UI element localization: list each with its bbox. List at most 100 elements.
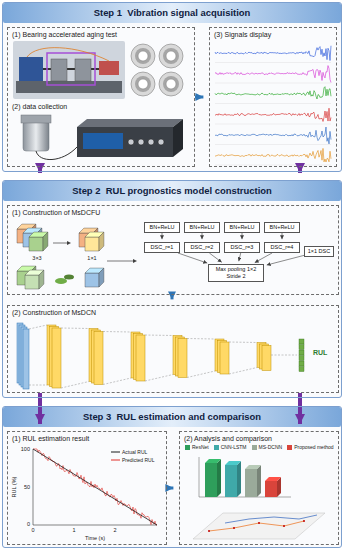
output-label: RUL [313, 349, 327, 357]
vibration-signal [215, 46, 331, 61]
vibration-signal [215, 87, 331, 99]
label-holder: 1 [72, 527, 75, 534]
section-heading: (1) Construction of MsDCFU [12, 208, 100, 217]
text-holder: BN+ReLU [190, 224, 215, 231]
bearing-outer [159, 72, 183, 96]
bearing-balls [135, 48, 151, 64]
flow-arrow [209, 253, 221, 262]
bar-side [237, 461, 241, 497]
vibration-signal [215, 108, 331, 121]
series-marker [303, 520, 305, 522]
dashed-section: (1) RUL estimation result [7, 431, 167, 545]
flow-arrow [242, 233, 243, 239]
input-block [23, 329, 29, 389]
motor [19, 57, 43, 81]
section-heading: (1) Bearing accelerated aging test [12, 30, 117, 39]
output-unit [299, 345, 304, 350]
cube-face [25, 275, 39, 289]
module-label: DSC_r=3 [231, 244, 254, 251]
signal-axis [215, 144, 331, 145]
step-panel: Step 1 Vibration signal acquisition (1) B… [2, 2, 342, 172]
bar-top [245, 465, 261, 469]
rig-photo [13, 41, 125, 99]
arrow-line [53, 243, 68, 244]
text-holder: BN+ReLU [270, 224, 295, 231]
legend-text: Proposed method [294, 444, 333, 450]
feature-block [178, 339, 187, 378]
projection-line [103, 331, 131, 333]
section-heading: (3) Signals display [214, 30, 271, 39]
cube-face [85, 273, 99, 287]
legend-line [111, 452, 120, 453]
arrow-line [107, 261, 134, 262]
bearing-outer [159, 44, 183, 68]
legend-text: Predicted RUL [122, 457, 155, 463]
cube-face [29, 237, 43, 251]
bearing-inner [138, 79, 148, 89]
label-holder: Time (s) [85, 535, 105, 542]
text-holder: Step 2 RUL prognostics model constructio… [3, 181, 341, 201]
series-marker [233, 527, 235, 529]
y-axis [33, 449, 34, 525]
module-label: 1×1 DSC [308, 248, 330, 255]
text-holder: DSC_r=1 [151, 244, 174, 251]
axis-label: 1×1 [87, 255, 96, 262]
flow-arrow [282, 233, 283, 239]
module-box: DSC_r=3 [224, 242, 260, 253]
series-marker [258, 522, 260, 524]
module-box: BN+ReLU [184, 222, 220, 233]
flow-arrow [178, 253, 207, 263]
bearing-inner [138, 51, 148, 61]
module-box: DSC_r=4 [264, 242, 300, 253]
series-marker [283, 525, 285, 527]
step-banner [3, 181, 341, 201]
legend-text: MS-DCNN [259, 444, 283, 450]
axis-label: 2 [113, 527, 116, 534]
output-unit [299, 350, 304, 355]
legend-item: CNN-LSTM [214, 444, 247, 450]
text-holder: (2) data collection [12, 102, 67, 111]
axis-label: RUL (%) [11, 477, 18, 498]
label-holder: 100 [21, 446, 30, 453]
bearing-inner [166, 79, 176, 89]
legend-item: Actual RUL [111, 449, 147, 455]
module-label: BN+ReLU [150, 224, 175, 231]
flow-arrow [167, 487, 173, 490]
projection-line [145, 335, 173, 337]
step-title: Step 1 Vibration signal acquisition [3, 3, 341, 23]
text-holder: (1) RUL estimation result [12, 434, 89, 443]
label-holder: 1×1 [87, 255, 96, 262]
daq-port [138, 139, 144, 145]
bearing-inner [166, 51, 176, 61]
projection-line [229, 368, 257, 375]
vibration-signal [215, 66, 331, 83]
axis-label: Time (s) [85, 535, 105, 542]
rig-base [16, 81, 122, 93]
flow-arrow [195, 96, 203, 99]
label-holder: RUL (%) [11, 477, 18, 498]
module-label: DSC_r=2 [191, 244, 214, 251]
output-unit [299, 339, 304, 344]
daq-port [128, 139, 134, 145]
legend-line-sample [111, 450, 120, 454]
plot-plane [193, 513, 325, 539]
module-box: BN+ReLU [224, 222, 260, 233]
bearing-outer [131, 72, 155, 96]
module-box: BN+ReLU [264, 222, 300, 233]
text-holder: DSC_r=4 [271, 244, 294, 251]
flow-arrow [267, 255, 304, 265]
series-line [225, 515, 317, 523]
dashed-section: (1) Construction of MsDCFU BN+ReLU BN+ReLU… [7, 205, 339, 295]
actual-curve [33, 449, 157, 525]
label-holder: 2 [113, 527, 116, 534]
flow-arrow [38, 167, 42, 173]
bar-top [265, 477, 281, 481]
text-holder: (1) Bearing accelerated aging test [12, 30, 117, 39]
bar-side [217, 459, 221, 497]
projection-line [271, 355, 297, 356]
daq-port [158, 139, 164, 145]
legend-item: ResNet [185, 444, 209, 450]
signal-axis [215, 62, 331, 63]
